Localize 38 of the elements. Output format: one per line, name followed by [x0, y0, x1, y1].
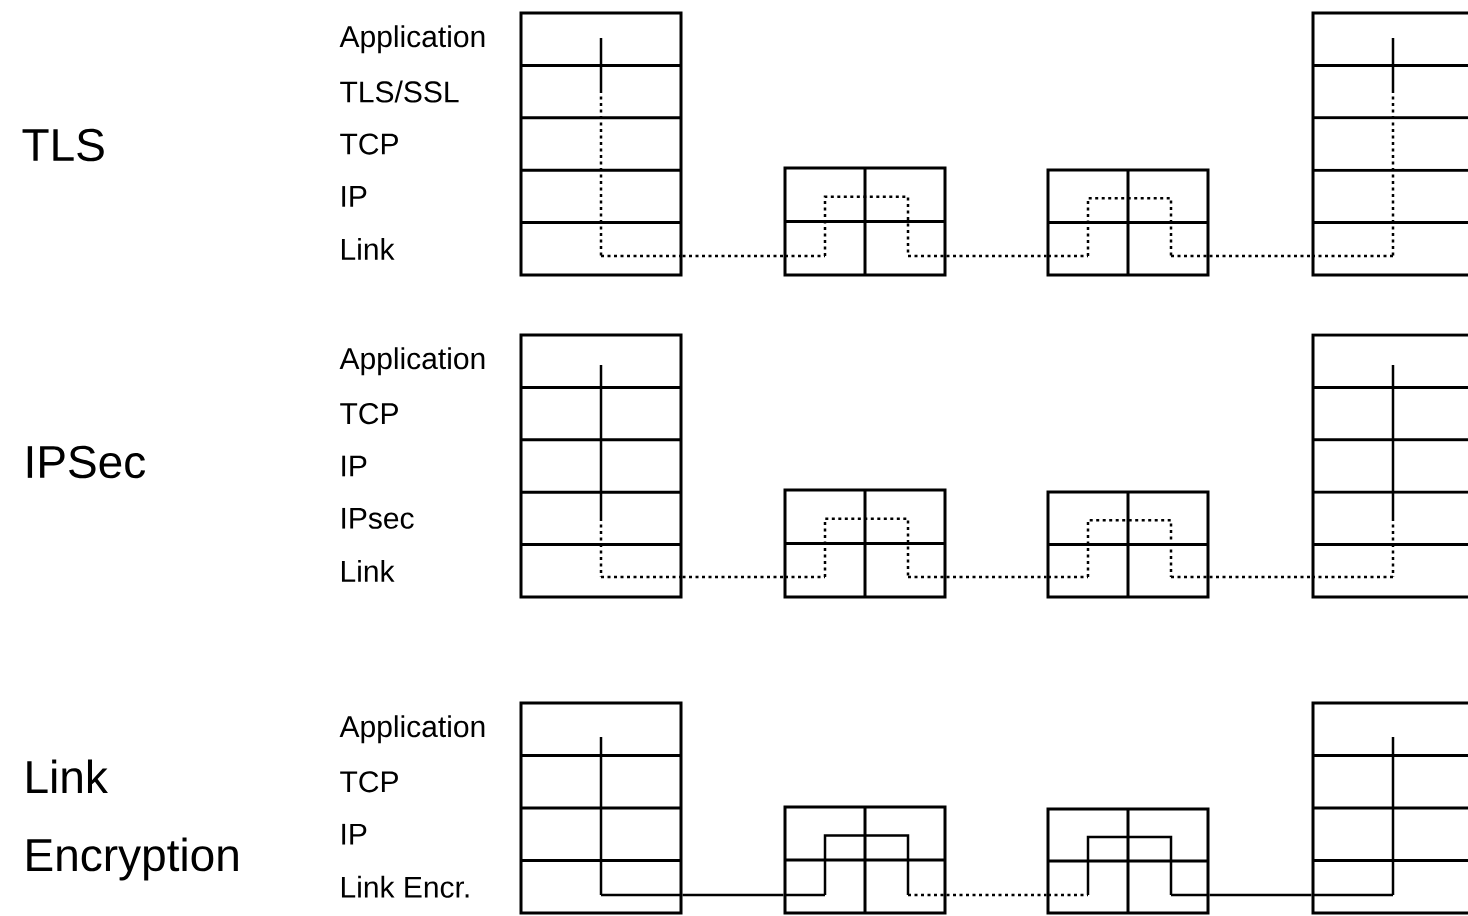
layer-label: Application	[339, 25, 485, 54]
layer-label: Link	[341, 237, 395, 260]
connector-line	[682, 893, 784, 897]
connector-line	[682, 575, 784, 579]
connector-line	[946, 893, 1047, 897]
connector-line	[946, 254, 1047, 258]
layer-label: IP	[342, 823, 367, 845]
protocol-stack	[1311, 701, 1468, 915]
protocol-stack	[519, 11, 683, 277]
layer-label: TLS/SSL	[340, 80, 459, 103]
layer-label: Application	[339, 347, 485, 376]
connector-line	[682, 254, 784, 258]
protocol-stack	[1311, 11, 1468, 277]
layer-label: Link Encr.	[341, 875, 469, 898]
protocol-stack	[783, 488, 947, 599]
connector-line	[1209, 893, 1312, 897]
connector-line	[1209, 575, 1312, 579]
row-title: TLS	[22, 128, 104, 162]
protocol-stack	[519, 701, 683, 915]
protocol-stack	[1311, 333, 1468, 599]
protocol-stack	[1046, 168, 1210, 277]
row-title: IPSec	[27, 445, 145, 479]
layer-label: IP	[342, 186, 367, 207]
layer-label: TCP	[340, 402, 398, 425]
protocol-stack	[1046, 807, 1210, 915]
layer-label: IPsec	[342, 507, 414, 529]
layer-label: TCP	[340, 133, 398, 155]
connector-line	[1209, 254, 1312, 258]
protocol-stack	[1046, 490, 1210, 599]
layer-label: Application	[339, 715, 485, 744]
protocol-stack	[783, 166, 947, 277]
connector-line	[946, 575, 1047, 579]
protocol-stack	[783, 805, 947, 915]
layer-label: Link	[341, 559, 395, 582]
layer-label: IP	[342, 455, 367, 477]
layer-label: TCP	[340, 771, 398, 793]
protocol-stack	[519, 333, 683, 599]
row-title: Link Encryption	[27, 759, 238, 881]
